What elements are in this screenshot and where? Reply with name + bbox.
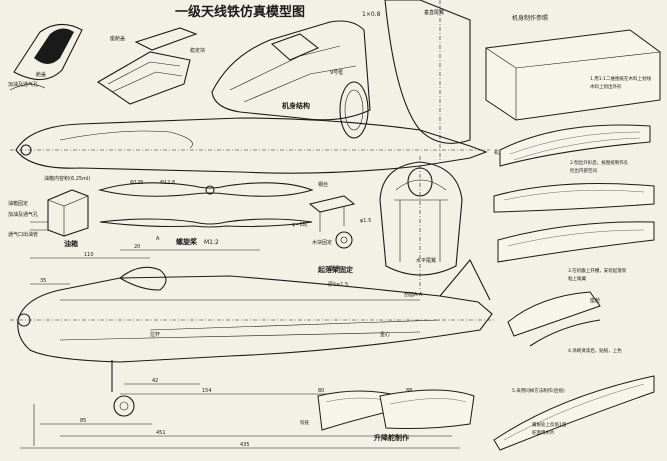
- tank-size-label: 油箱内容积(6.25ml): [44, 175, 90, 182]
- pushrod-label: 拉杆: [150, 331, 160, 338]
- fuselage-structure-title: 机身结构: [282, 101, 310, 110]
- gear-block-label: 木块固定: [312, 239, 332, 246]
- step2-text: 2.刨出外形后，按图纸制作孔: [570, 159, 629, 166]
- former-label: 9号框: [330, 69, 343, 76]
- gear-wire-label: 钢丝: [318, 181, 328, 188]
- dim-d10: 435: [240, 442, 250, 448]
- dim-d5: 451: [156, 430, 166, 436]
- step2b-text: 挖出内部空间: [570, 167, 597, 174]
- landing-gear-title: 起落架固定: [317, 265, 353, 274]
- step1b-text: 木料上划出外形: [590, 83, 622, 90]
- fuel-tank-drawing: 油箱固定 加油及通气孔 通气口出油管 油箱内容积(6.25ml) 油箱: [8, 175, 90, 248]
- dim-d8: 80: [318, 388, 324, 394]
- dimension-lines: 110 35 20 85 451 42 154 80 88 435: [20, 244, 460, 449]
- hinge-label: 铰链: [300, 419, 309, 426]
- fuel-tank-title: 油箱: [64, 239, 78, 248]
- section-aa-label: 剖面A-A: [404, 291, 423, 298]
- sheet-title: 一级天线铁仿真模型图: [175, 4, 305, 20]
- dim-d3: 20: [134, 244, 140, 250]
- dim-d2: 35: [40, 278, 46, 284]
- gear-plate-label: φ1.5: [360, 218, 371, 224]
- wing-note2: 舵面用木片: [532, 429, 555, 436]
- hatch-label: 舱盖: [36, 71, 46, 78]
- tank-mount-label: 油箱固定: [8, 200, 28, 207]
- stab-label: 水平尾翼: [416, 257, 436, 264]
- dim-d1: 110: [84, 252, 94, 258]
- step5-text: 5.采用同样方法制作(后视): [512, 387, 565, 394]
- fuselage-build-reference: 机身制作参照 1.用1:1二维图纸在木料上划线 木料上划出外形 2.刨出外形后，…: [485, 14, 661, 451]
- wing-note: 翼根处上反角1度: [532, 421, 567, 428]
- fuselage-side-view: 机尾: [10, 117, 504, 174]
- gear-note-label: φ=8轮: [292, 221, 308, 228]
- elevator-build-parts: 铰链 升降舵制作: [300, 389, 475, 442]
- step3-text: 3.在机腹上开槽，安装起落架: [568, 267, 627, 274]
- dim-d6: 42: [152, 378, 158, 384]
- section-a-mark: A: [156, 236, 160, 242]
- tail-label: 机尾: [494, 149, 504, 156]
- fin-label: 垂直尾翼: [424, 9, 444, 16]
- cg-label: 重心: [380, 331, 390, 338]
- fuselage-cross-section: 剖面A-A: [379, 156, 463, 298]
- step1-text: 1.用1:1二维图纸在木料上划线: [590, 75, 652, 82]
- canopy-hatch-drawing: 加油及通气孔 舱盖: [8, 23, 83, 91]
- prop-scale: M1:2: [204, 239, 219, 246]
- main-side-elevation: 拉杆 配重 水平尾翼 重心: [10, 257, 496, 417]
- dim-d4: 85: [80, 418, 86, 424]
- tank-vent-label: 加油及通气孔: [8, 211, 38, 218]
- propeller-title: 螺旋桨: [176, 237, 198, 246]
- lead-label: 配重: [330, 265, 340, 272]
- canopy-mark-label: 座舱盖: [110, 35, 125, 42]
- fuselage-ref-title: 机身制作参照: [512, 14, 548, 22]
- cockpit-frame-parts: 座舱盖 稳定块: [96, 27, 205, 105]
- propeller-drawing: Φ125 Φ12.8 A 螺旋桨 M1:2: [97, 180, 314, 246]
- step3b-text: 粘上尾翼: [568, 275, 586, 282]
- stab-block-label: 稳定块: [190, 47, 205, 54]
- tank-pipe-label: 通气口出油管: [8, 231, 38, 238]
- elevator-title: 升降舵制作: [374, 433, 409, 442]
- prop-dim2: Φ12.8: [160, 180, 175, 186]
- dim-d7: 154: [202, 388, 212, 394]
- step4-text: 4.涂刷清漆后，贴纸，上色: [568, 347, 622, 354]
- fuselage-structure-drawing: 9号框 机身结构 1×0.8: [211, 11, 381, 139]
- canopy-label: 座舱: [590, 297, 600, 304]
- prop-dim1: Φ125: [130, 180, 143, 186]
- hatch-side-label: 加油及通气孔: [8, 81, 38, 88]
- scale-note: 1×0.8: [362, 11, 381, 18]
